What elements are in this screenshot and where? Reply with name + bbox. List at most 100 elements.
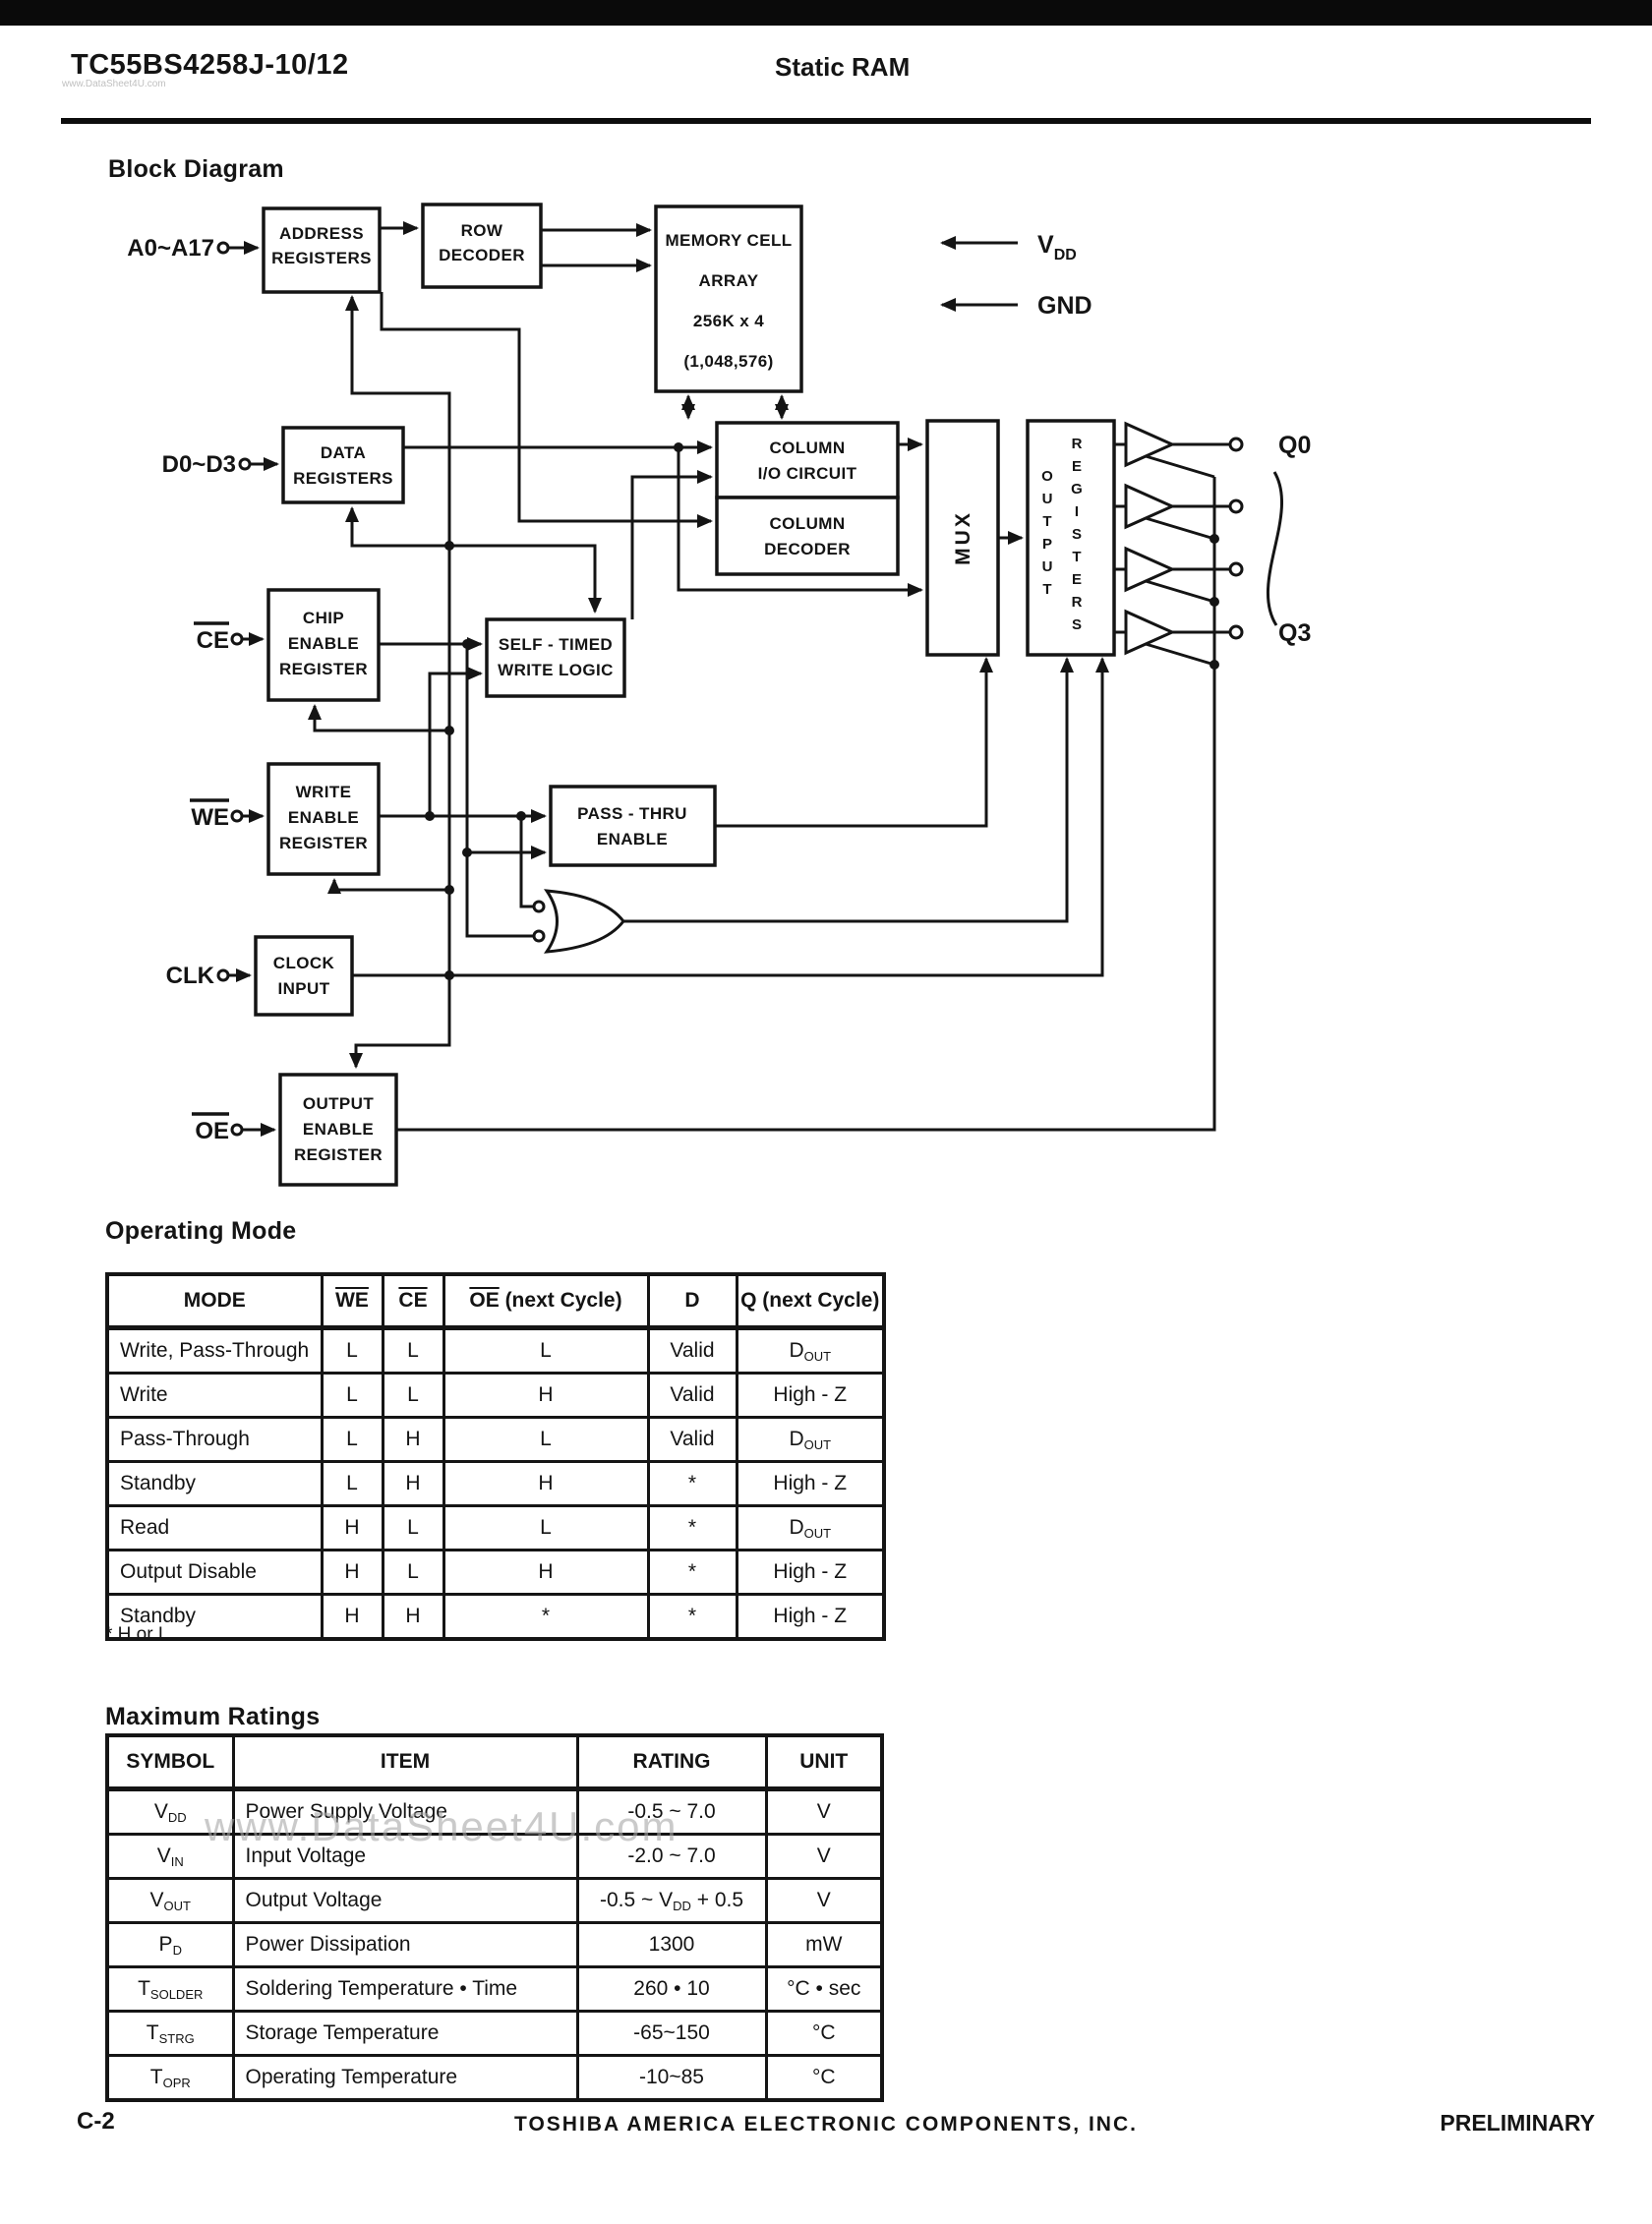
table-row: TSOLDER Soldering Temperature • Time 260… [105, 1965, 884, 2013]
col-header-unit: UNIT [764, 1733, 884, 1791]
memory-cell-array-box [654, 205, 803, 393]
write-enable-register-box [266, 762, 381, 876]
col-header-item: ITEM [231, 1733, 579, 1791]
col-header-symbol: SYMBOL [105, 1733, 235, 1791]
memory-cell-array-label: MEMORY CELL [665, 231, 792, 250]
pin-label-data: D0~D3 [162, 451, 236, 478]
block-diagram: ADDRESS REGISTERS ROW DECODER MEMORY CEL… [127, 203, 1311, 1187]
table-row: PD Power Dissipation 1300 mW [105, 1921, 884, 1968]
table-header-row: SYMBOL ITEM RATING UNIT [105, 1733, 884, 1791]
output-buffers [1114, 421, 1284, 667]
watermark-large: www.DataSheet4U.com [205, 1803, 678, 1849]
column-io-label: COLUMN [770, 439, 846, 457]
table-row: VDD Power Supply Voltage -0.5 ~ 7.0 V [105, 1787, 884, 1836]
diagram-wires [228, 221, 1216, 1137]
svg-text:REGISTER: REGISTER [294, 1145, 383, 1164]
output-enable-register-label: OUTPUT [303, 1094, 374, 1113]
buffer-triangle-icon [1124, 483, 1176, 530]
input-terminals [216, 241, 252, 1137]
table-header-row: MODE WE CE OE (next Cycle) D Q (next Cyc… [105, 1272, 886, 1330]
svg-text:REGISTER: REGISTER [279, 660, 368, 678]
chip-enable-register-box [266, 588, 381, 702]
gnd-label: GND [1037, 292, 1092, 320]
svg-text:ENABLE: ENABLE [597, 830, 668, 849]
table-row: Pass-Through L H L Valid DOUT [105, 1416, 886, 1463]
pin-label-oe: OE [195, 1118, 229, 1144]
table-row: Standby L H H * High - Z [105, 1460, 886, 1507]
output-registers-box [1026, 419, 1116, 657]
address-registers-box [262, 206, 382, 294]
col-header-we: WE [320, 1272, 384, 1330]
col-header-rating: RATING [575, 1733, 768, 1791]
svg-text:ARRAY: ARRAY [699, 271, 759, 290]
block-diagram-title: Block Diagram [108, 155, 284, 183]
svg-text:REGISTER: REGISTER [279, 834, 368, 852]
pass-thru-enable-box [549, 785, 717, 867]
table-row: VIN Input Voltage -2.0 ~ 7.0 V [105, 1833, 884, 1880]
col-header-q: Q (next Cycle) [735, 1272, 886, 1330]
address-registers-label: ADDRESS [279, 224, 364, 243]
table-row: Read H L L * DOUT [105, 1504, 886, 1551]
table-row: TOPR Operating Temperature -10~85 °C [105, 2054, 884, 2102]
row-decoder-box [421, 203, 543, 289]
output-enable-register-box [278, 1073, 398, 1187]
svg-text:REGISTERS: REGISTERS [271, 249, 372, 267]
table-row: Write L L H Valid High - Z [105, 1372, 886, 1419]
pin-label-ce: CE [197, 627, 229, 654]
active-low-overlines [190, 621, 229, 1116]
buffer-triangle-icon [1124, 609, 1176, 656]
part-number: TC55BS4258J-10/12 [71, 49, 349, 81]
table-row: Standby H H * * High - Z [105, 1593, 886, 1641]
svg-text:DECODER: DECODER [764, 540, 851, 558]
self-timed-write-logic-label: SELF - TIMED [499, 635, 613, 654]
column-io-box [715, 421, 900, 499]
page-category-title: Static RAM [775, 52, 911, 82]
svg-text:256K x 4: 256K x 4 [693, 312, 764, 330]
write-enable-register-label: WRITE [296, 783, 352, 801]
vdd-label: VDD [1037, 231, 1077, 263]
operating-mode-table: MODE WE CE OE (next Cycle) D Q (next Cyc… [105, 1272, 886, 1641]
pin-label-clk: CLK [166, 963, 215, 989]
output-group-brace [1266, 471, 1284, 626]
header-rule [61, 118, 1591, 124]
q3-label: Q3 [1278, 619, 1311, 647]
mux-label: MUX [952, 510, 974, 565]
column-decoder-label: COLUMN [770, 514, 846, 533]
svg-text:(1,048,576): (1,048,576) [683, 352, 773, 371]
svg-text:DECODER: DECODER [439, 246, 525, 264]
scan-top-bar [0, 0, 1652, 26]
svg-text:ENABLE: ENABLE [303, 1120, 374, 1139]
table-row: TSTRG Storage Temperature -65~150 °C [105, 2010, 884, 2057]
watermark-small: www.DataSheet4U.com [62, 79, 166, 89]
column-decoder-box [715, 496, 900, 576]
maximum-ratings-table: SYMBOL ITEM RATING UNIT VDD Power Supply… [105, 1733, 884, 2102]
pin-label-address: A0~A17 [127, 235, 214, 262]
svg-text:INPUT: INPUT [278, 979, 330, 998]
col-header-oe: OE (next Cycle) [442, 1272, 650, 1330]
buffer-triangle-icon [1124, 421, 1176, 468]
footer-page-number: C-2 [77, 2108, 115, 2135]
q0-label: Q0 [1278, 432, 1311, 459]
footer-company: TOSHIBA AMERICA ELECTRONIC COMPONENTS, I… [514, 2113, 1138, 2136]
mux-box [925, 419, 1000, 657]
operating-mode-title: Operating Mode [105, 1217, 297, 1245]
data-registers-label: DATA [321, 443, 366, 462]
data-registers-box [281, 426, 405, 504]
pin-label-we: WE [191, 804, 229, 831]
svg-text:REGISTERS: REGISTERS [293, 469, 393, 488]
table-row: Output Disable H L H * High - Z [105, 1549, 886, 1596]
table-row: VOUT Output Voltage -0.5 ~ VDD + 0.5 V [105, 1877, 884, 1924]
pass-thru-enable-label: PASS - THRU [577, 804, 687, 823]
svg-text:I/O CIRCUIT: I/O CIRCUIT [758, 464, 857, 483]
row-decoder-label: ROW [461, 221, 503, 240]
clock-input-label: CLOCK [273, 954, 335, 972]
buffer-triangle-icon [1124, 546, 1176, 593]
clock-input-box [254, 935, 354, 1017]
footer-status: PRELIMINARY [1440, 2110, 1595, 2136]
svg-text:ENABLE: ENABLE [288, 634, 359, 653]
self-timed-write-logic-box [485, 617, 626, 698]
chip-enable-register-label: CHIP [303, 609, 344, 627]
col-header-ce: CE [381, 1272, 445, 1330]
